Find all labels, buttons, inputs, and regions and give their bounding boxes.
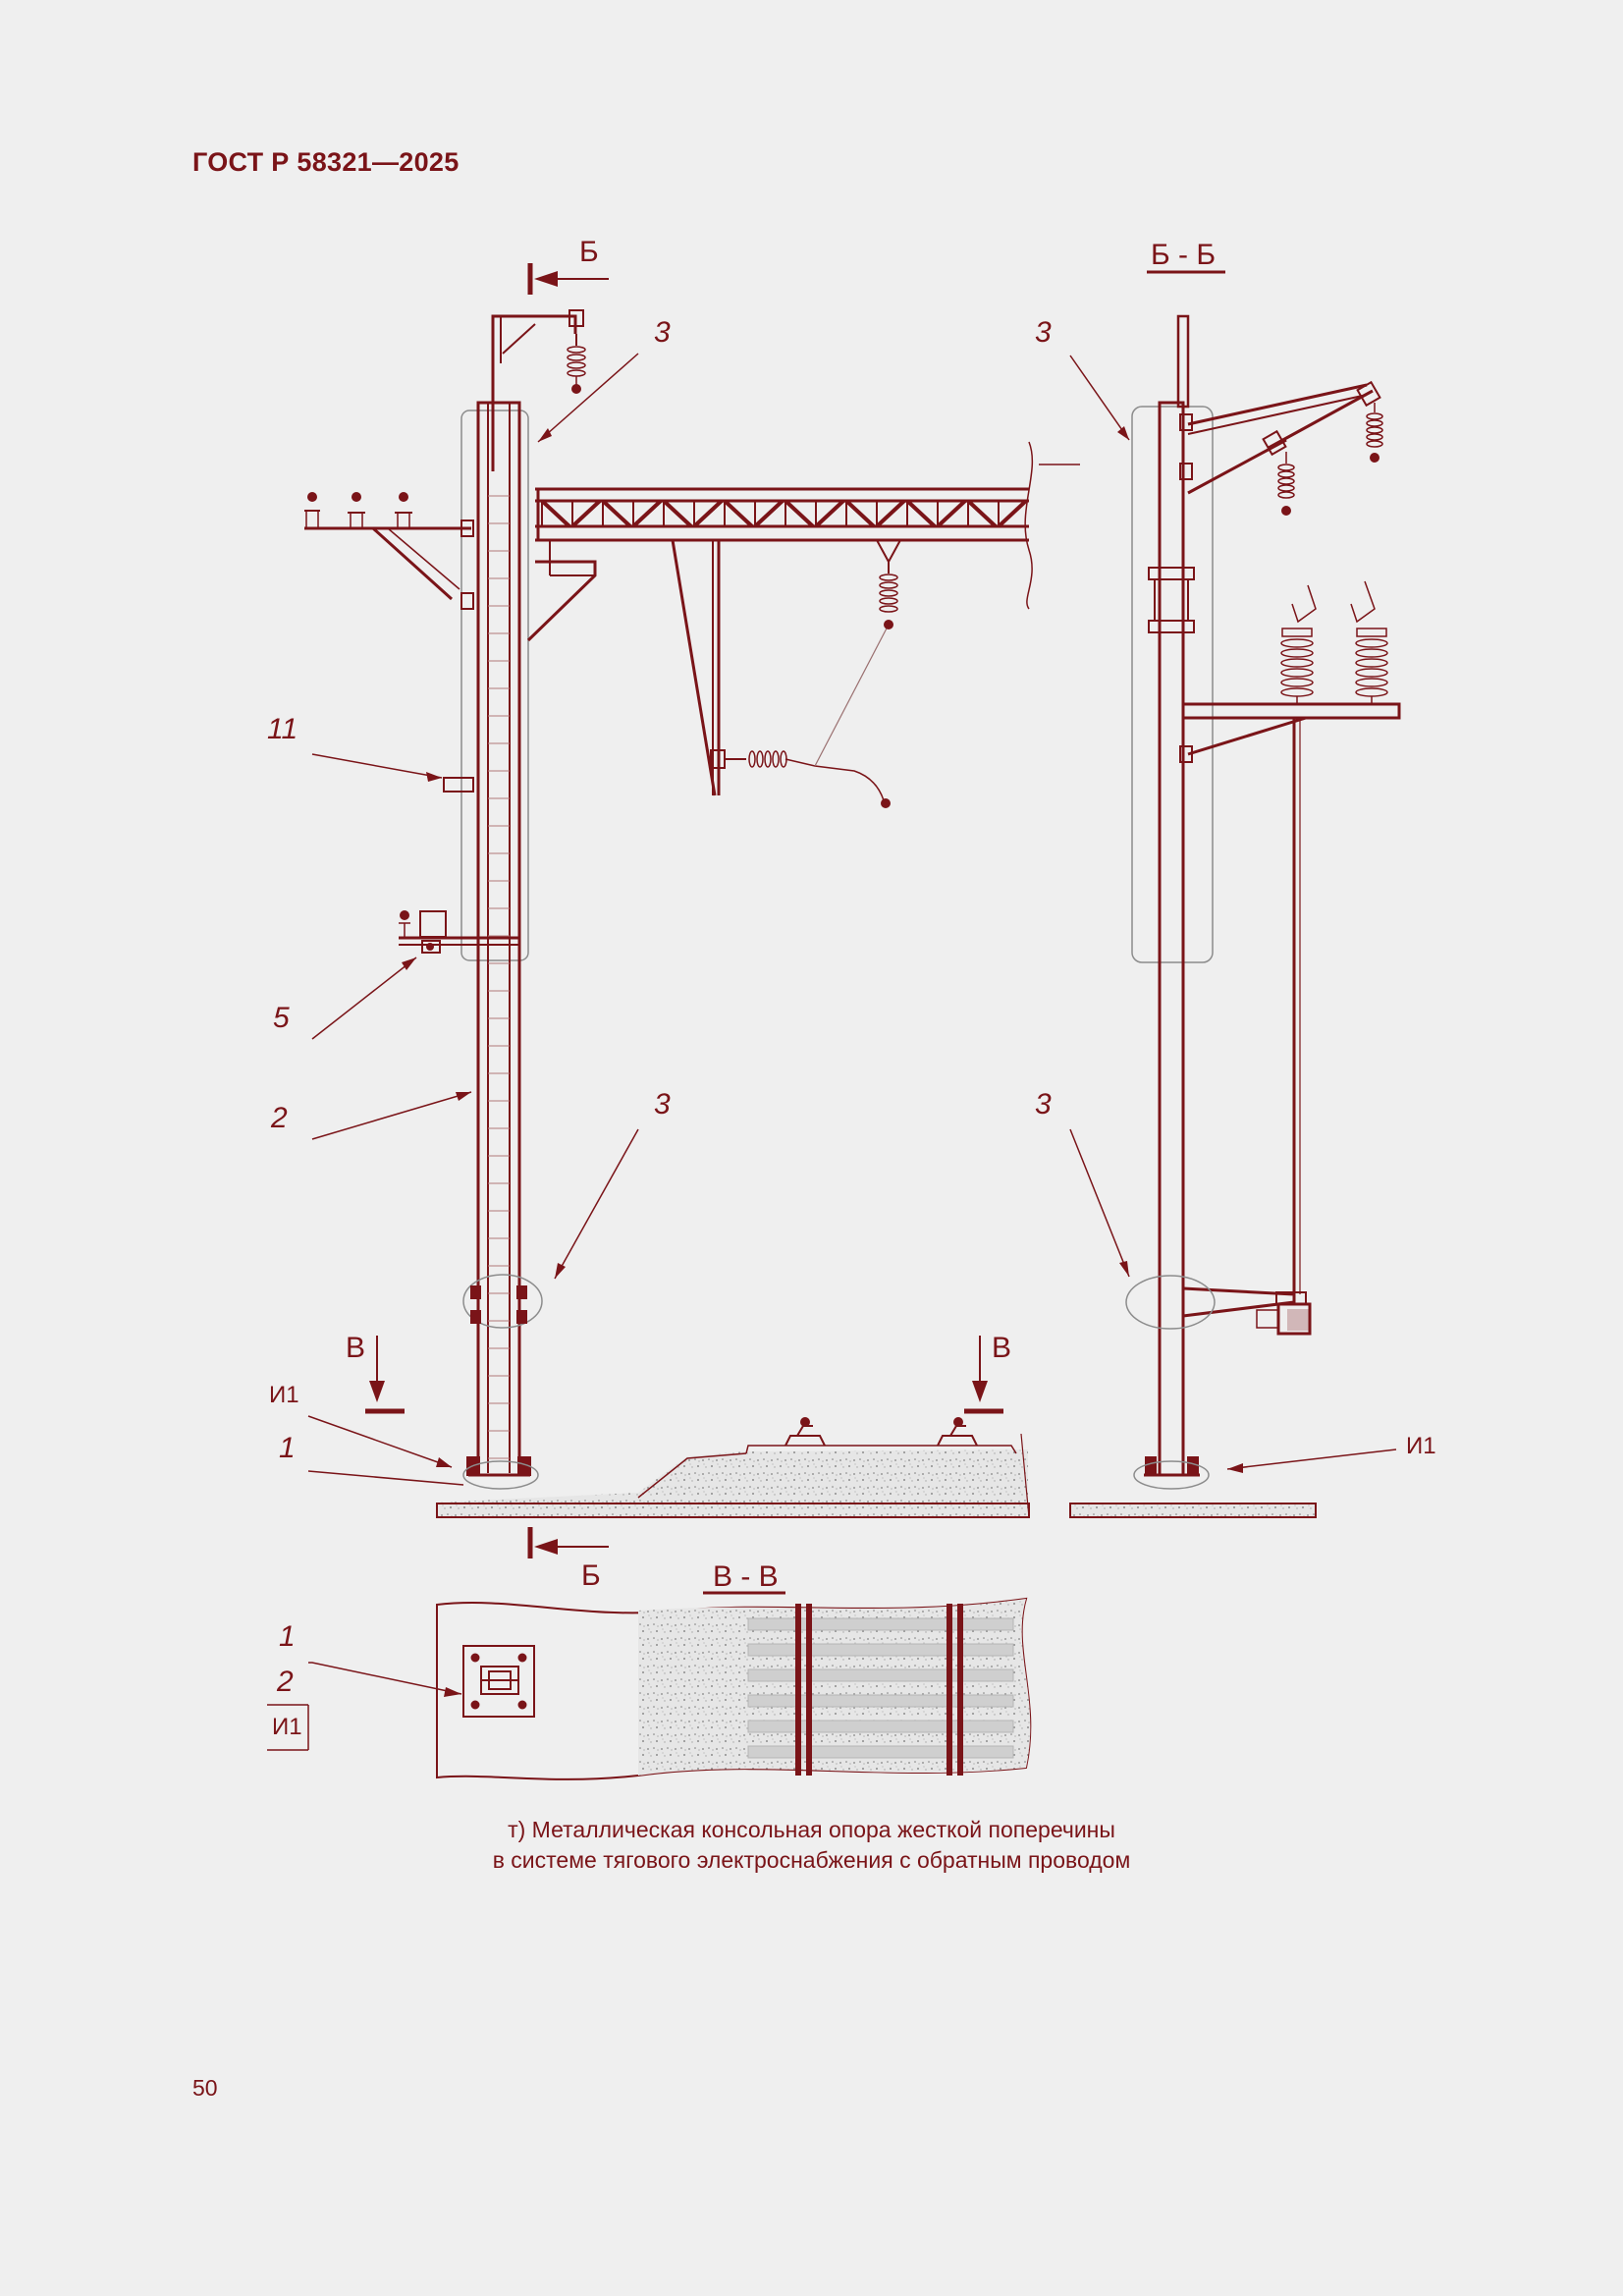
document-header: ГОСТ Р 58321—2025 xyxy=(192,147,460,177)
ground-embankment xyxy=(436,1417,1030,1518)
caption-line-2: в системе тягового электроснабжения с об… xyxy=(492,1847,1131,1873)
callout-3-front-bottom: 3 xyxy=(654,1088,671,1121)
plan-view-vv xyxy=(436,1597,1032,1780)
callout-i1-front: И1 xyxy=(269,1382,299,1408)
feeder-insulators xyxy=(1280,580,1388,704)
foundation-plan xyxy=(462,1645,535,1718)
small-bracket xyxy=(443,777,474,793)
leader-lines xyxy=(307,353,1397,1695)
front-view xyxy=(304,309,1080,1490)
section-mark-b-bottom: Б xyxy=(581,1559,601,1592)
cantilever-strut xyxy=(671,539,717,796)
callout-5: 5 xyxy=(273,1002,290,1034)
figure-caption: т) Металлическая консольная опора жестко… xyxy=(0,1815,1623,1876)
callout-11: 11 xyxy=(267,713,298,745)
side-ground xyxy=(1069,1503,1317,1518)
section-title-bb: Б - Б xyxy=(1151,239,1216,271)
stay-insulator xyxy=(748,750,787,768)
suspension-insulator xyxy=(567,346,586,385)
section-mark-v-left: В xyxy=(346,1332,365,1364)
callout-2-plan: 2 xyxy=(276,1666,294,1698)
feeder-arm xyxy=(1181,702,1401,720)
rail-heads xyxy=(784,1417,978,1447)
side-mast xyxy=(1158,401,1185,1477)
side-insulator-2 xyxy=(1277,452,1295,499)
side-view-bb xyxy=(1069,314,1401,1518)
callout-3-side-bottom: 3 xyxy=(1035,1088,1052,1121)
callout-3-front-top: 3 xyxy=(654,316,671,349)
page-number: 50 xyxy=(192,2075,218,2101)
callout-i1-side: И1 xyxy=(1406,1433,1436,1459)
pin-insulators xyxy=(304,492,412,528)
callout-i1-plan: И1 xyxy=(272,1714,302,1740)
callout-3-side-top: 3 xyxy=(1035,316,1052,349)
callout-2: 2 xyxy=(270,1102,288,1134)
section-marks xyxy=(267,263,1225,1751)
bracket-clamp xyxy=(568,309,584,327)
equipment-box xyxy=(419,910,447,938)
detail-zone-outline xyxy=(460,410,529,961)
section-mark-b-top: Б xyxy=(579,236,599,268)
section-title-vv: В - В xyxy=(713,1560,779,1593)
caption-line-1: т) Металлическая консольная опора жестко… xyxy=(508,1817,1115,1842)
rigid-crossbeam xyxy=(535,441,1080,610)
side-insulator-1 xyxy=(1366,403,1383,448)
callout-1-front: 1 xyxy=(279,1432,296,1464)
leader-arrowheads xyxy=(402,426,1243,1697)
section-mark-v-right: В xyxy=(992,1332,1011,1364)
callout-1-plan: 1 xyxy=(279,1620,296,1653)
top-bracket xyxy=(491,314,577,471)
plan-rails xyxy=(795,1604,963,1776)
